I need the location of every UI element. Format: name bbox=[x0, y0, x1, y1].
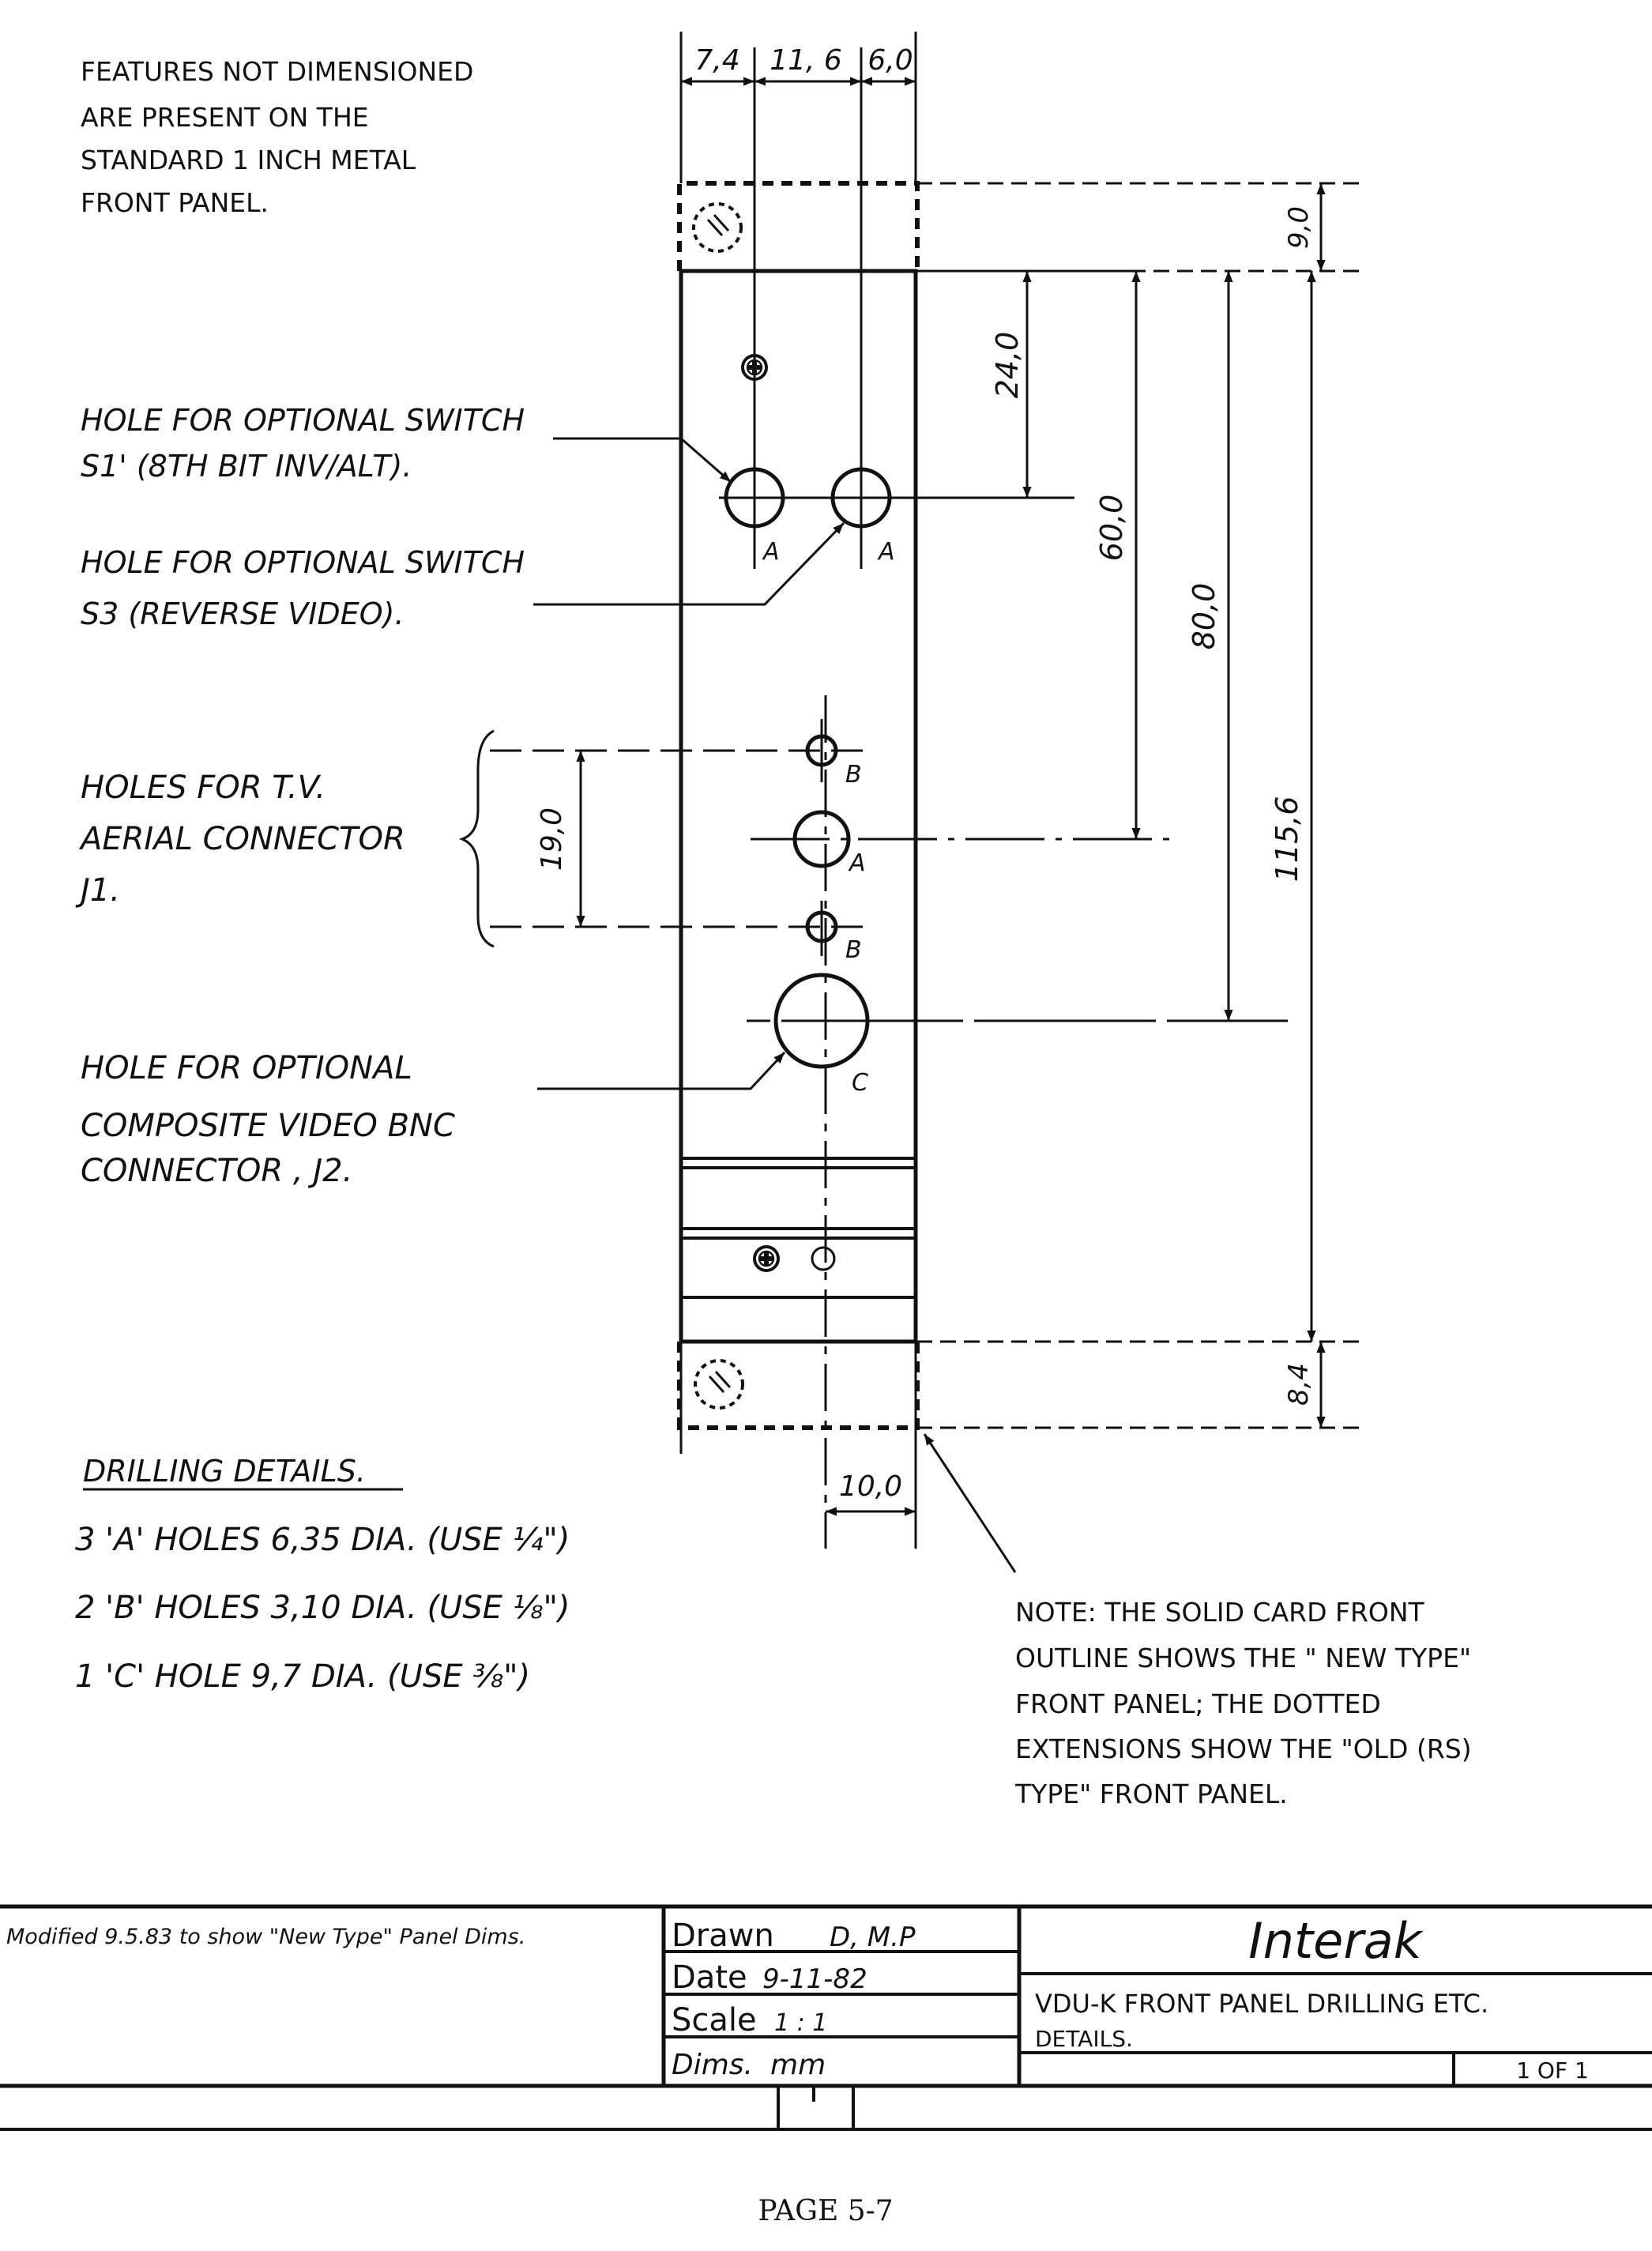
dim-8-4: 8,4 bbox=[1283, 1363, 1315, 1406]
hole-a-aerial: A bbox=[792, 810, 866, 877]
note-bnc-line: HOLE FOR OPTIONAL bbox=[81, 1050, 412, 1086]
date-label: Date bbox=[672, 1959, 747, 1996]
hole-label-a2: A bbox=[877, 538, 895, 566]
drawn-label: Drawn bbox=[672, 1918, 774, 1954]
scale-value: 1 : 1 bbox=[774, 2009, 827, 2037]
hole-b-upper: B bbox=[805, 719, 862, 789]
dim-6-0: 6,0 bbox=[867, 44, 913, 77]
dim-10-0: 10,0 bbox=[839, 1470, 902, 1503]
note-bnc: HOLE FOR OPTIONAL COMPOSITE VIDEO BNC CO… bbox=[81, 1050, 455, 1189]
drawing-title-line: DETAILS. bbox=[1035, 2026, 1133, 2052]
drilling-line: 3 'A' HOLES 6,35 DIA. (USE ¼") bbox=[75, 1522, 570, 1558]
holes: A A B A B C bbox=[724, 354, 895, 1272]
old-type-dotted-extensions bbox=[677, 181, 920, 1430]
front-panel-outline bbox=[679, 269, 918, 1344]
note-outline: NOTE: THE SOLID CARD FRONT OUTLINE SHOWS… bbox=[1014, 1597, 1472, 1809]
scale-label: Scale bbox=[672, 2002, 757, 2038]
note-features: FEATURES NOT DIMENSIONED ARE PRESENT ON … bbox=[81, 56, 473, 218]
note-outline-line: FRONT PANEL; THE DOTTED bbox=[1015, 1688, 1381, 1719]
bottom-dashed-screw bbox=[694, 1359, 744, 1410]
dim-19-0: 19,0 bbox=[536, 807, 568, 871]
note-switch-s1: HOLE FOR OPTIONAL SWITCH S1' (8TH BIT IN… bbox=[81, 403, 525, 484]
hole-a-s1: A bbox=[724, 467, 785, 566]
hole-label-b2: B bbox=[845, 936, 862, 964]
dimension-lines bbox=[576, 77, 1326, 1516]
note-outline-line: NOTE: THE SOLID CARD FRONT bbox=[1015, 1597, 1425, 1628]
leader-lines bbox=[458, 437, 1017, 1573]
dims-label: Dims. bbox=[672, 2049, 753, 2081]
dims-value: mm bbox=[770, 2049, 826, 2081]
note-features-line: FEATURES NOT DIMENSIONED bbox=[81, 56, 473, 87]
note-s3-line: HOLE FOR OPTIONAL SWITCH bbox=[81, 545, 525, 580]
dimension-values: 7,4 11, 6 6,0 24,0 60,0 80,0 115,6 9,0 8… bbox=[536, 44, 1315, 1503]
lower-screw-icon bbox=[753, 1245, 780, 1272]
dim-9-0: 9,0 bbox=[1283, 206, 1315, 249]
note-aerial-line: HOLES FOR T.V. bbox=[81, 770, 326, 806]
note-s1-line: HOLE FOR OPTIONAL SWITCH bbox=[81, 403, 525, 438]
dim-80-0: 80,0 bbox=[1187, 583, 1221, 650]
hole-label-b1: B bbox=[845, 761, 862, 789]
note-s3-line: S3 (REVERSE VIDEO). bbox=[81, 597, 405, 631]
note-switch-s3: HOLE FOR OPTIONAL SWITCH S3 (REVERSE VID… bbox=[81, 545, 525, 631]
dim-60-0: 60,0 bbox=[1094, 495, 1129, 562]
dim-115-6: 115,6 bbox=[1270, 796, 1304, 883]
hole-label-c: C bbox=[852, 1069, 868, 1097]
page-number: PAGE 5-7 bbox=[758, 2195, 893, 2227]
lower-small-hole bbox=[811, 1246, 836, 1271]
drilling-line: 2 'B' HOLES 3,10 DIA. (USE ⅛") bbox=[75, 1590, 570, 1626]
drawn-value: D, M.P bbox=[830, 1922, 916, 1953]
drawing-title-line: VDU-K FRONT PANEL DRILLING ETC. bbox=[1035, 1989, 1488, 2019]
hole-label-a1: A bbox=[762, 538, 780, 566]
top-dashed-screw bbox=[692, 202, 743, 253]
date-value: 9-11-82 bbox=[762, 1963, 867, 1995]
note-aerial-line: AERIAL CONNECTOR bbox=[78, 821, 405, 857]
drilling-details: DRILLING DETAILS. 3 'A' HOLES 6,35 DIA. … bbox=[75, 1454, 570, 1695]
title-block: Modified 9.5.83 to show "New Type" Panel… bbox=[0, 1904, 1652, 2131]
note-features-line: STANDARD 1 INCH METAL bbox=[81, 145, 416, 175]
note-outline-line: EXTENSIONS SHOW THE "OLD (RS) bbox=[1015, 1733, 1472, 1764]
modification-note: Modified 9.5.83 to show "New Type" Panel… bbox=[6, 1925, 525, 1949]
hole-a-s3: A bbox=[830, 467, 895, 566]
note-features-line: FRONT PANEL. bbox=[81, 187, 269, 218]
hole-b-lower: B bbox=[805, 901, 862, 964]
note-aerial-line: J1. bbox=[75, 872, 120, 909]
note-tv-aerial: HOLES FOR T.V. AERIAL CONNECTOR J1. bbox=[75, 770, 405, 909]
drilling-details-title: DRILLING DETAILS. bbox=[83, 1454, 366, 1489]
company-name: Interak bbox=[1248, 1912, 1424, 1970]
dim-7-4: 7,4 bbox=[694, 44, 739, 77]
note-outline-line: TYPE" FRONT PANEL. bbox=[1014, 1779, 1288, 1809]
drilling-line: 1 'C' HOLE 9,7 DIA. (USE ⅜") bbox=[75, 1658, 530, 1695]
note-bnc-line: COMPOSITE VIDEO BNC bbox=[81, 1108, 455, 1144]
sheet-number: 1 OF 1 bbox=[1516, 2057, 1589, 2083]
note-s1-line: S1' (8TH BIT INV/ALT). bbox=[81, 449, 412, 484]
note-bnc-line: CONNECTOR , J2. bbox=[81, 1153, 352, 1189]
hole-c-bnc: C bbox=[773, 973, 870, 1097]
note-outline-line: OUTLINE SHOWS THE " NEW TYPE" bbox=[1015, 1643, 1471, 1673]
note-features-line: ARE PRESENT ON THE bbox=[81, 102, 369, 133]
hole-label-a3: A bbox=[848, 849, 866, 877]
dim-11-6: 11, 6 bbox=[770, 44, 842, 77]
dim-24-0: 24,0 bbox=[990, 332, 1025, 399]
